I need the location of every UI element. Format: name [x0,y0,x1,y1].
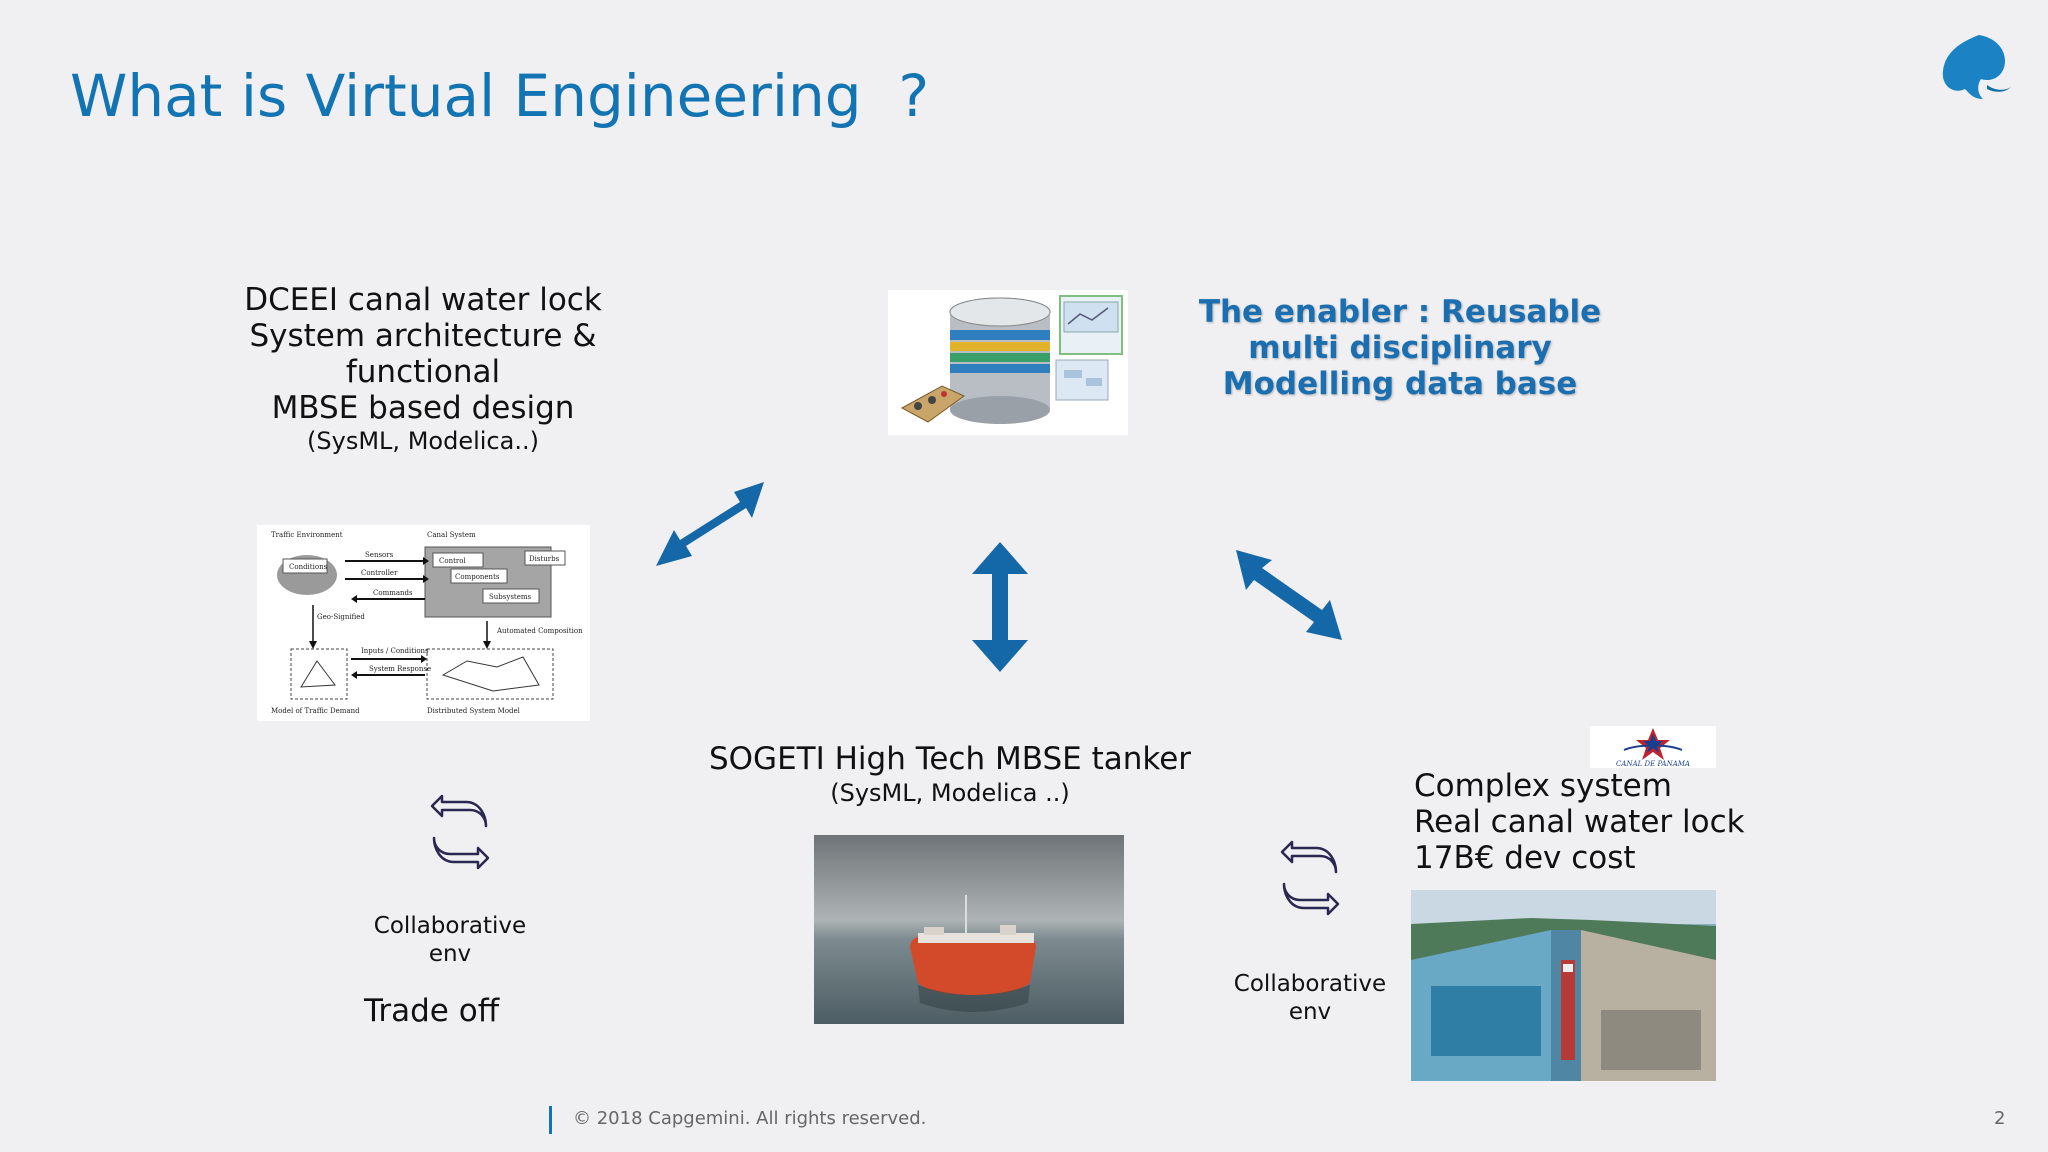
enabler-line-1: The enabler : Reusable [1198,294,1602,330]
architecture-diagram: Traffic Environment Canal System Conditi… [257,525,590,721]
canal-de-panama-logo: CANAL DE PANAMA [1590,726,1716,768]
diagram-label: Geo-Signified [317,613,365,621]
diagram-label: Canal System [427,531,476,539]
complex-line-2: Real canal water lock [1414,804,1745,840]
diagram-label: System Response [369,665,431,673]
tanker-image [814,835,1124,1024]
diagram-label: Sensors [365,551,394,559]
enabler-line-2: multi disciplinary [1248,330,1552,366]
sogeti-description: SOGETI High Tech MBSE tanker (SysML, Mod… [690,740,1210,808]
complex-line-1: Complex system [1414,768,1672,804]
footer-divider [549,1106,552,1134]
complex-system-description: Complex system Real canal water lock 17B… [1414,768,1745,876]
dceei-sub: (SysML, Modelica..) [307,427,539,455]
refresh-cycle-icon-left [430,794,490,870]
sogeti-sub: (SysML, Modelica ..) [830,779,1070,807]
enabler-text: The enabler : Reusable multi disciplinar… [1180,294,1620,402]
diagram-label: Commands [373,589,413,597]
collab-left-line-2: env [428,941,472,967]
diagram-label: Conditions [289,563,328,571]
collab-right-line-2: env [1288,999,1332,1025]
panama-logo-text: CANAL DE PANAMA [1616,760,1690,768]
database-image [888,290,1128,435]
dceei-line-3: functional [345,354,501,390]
diagram-label: Controller [361,569,398,577]
dceei-description: DCEEI canal water lock System architectu… [200,282,646,456]
collaborative-env-left: Collaborative env [360,912,540,968]
trade-off-label: Trade off [364,993,500,1029]
diagram-label: Model of Traffic Demand [271,707,360,715]
collab-left-line-1: Collaborative [373,913,527,939]
slide-title: What is Virtual Engineering ? [70,62,930,130]
collaborative-env-right: Collaborative env [1220,970,1400,1026]
collab-right-line-1: Collaborative [1233,971,1387,997]
double-arrow-vertical [972,542,1028,672]
capgemini-logo [1942,35,2011,99]
dceei-line-2: System architecture & [249,318,597,354]
refresh-cycle-icon-right [1280,840,1340,916]
diagram-label: Automated Composition [496,627,583,635]
diagram-label: Traffic Environment [271,531,343,539]
diagram-label: Components [455,573,500,581]
diagram-label: Control [439,557,466,565]
footer-copyright: © 2018 Capgemini. All rights reserved. [573,1108,927,1129]
enabler-line-3: Modelling data base [1222,366,1578,402]
sogeti-title: SOGETI High Tech MBSE tanker [708,741,1192,777]
double-arrow-upper-left [656,482,764,566]
dceei-line-4: MBSE based design [271,390,575,426]
double-arrow-upper-right [1236,550,1342,640]
dceei-line-1: DCEEI canal water lock [244,282,602,318]
diagram-label: Inputs / Conditions [361,647,429,655]
page-number: 2 [1994,1108,2006,1129]
complex-line-3: 17B€ dev cost [1414,840,1636,876]
canal-lock-image [1411,890,1716,1081]
diagram-label: Distributed System Model [427,707,521,715]
diagram-label: Subsystems [489,593,532,601]
diagram-label: Disturbs [529,555,560,563]
